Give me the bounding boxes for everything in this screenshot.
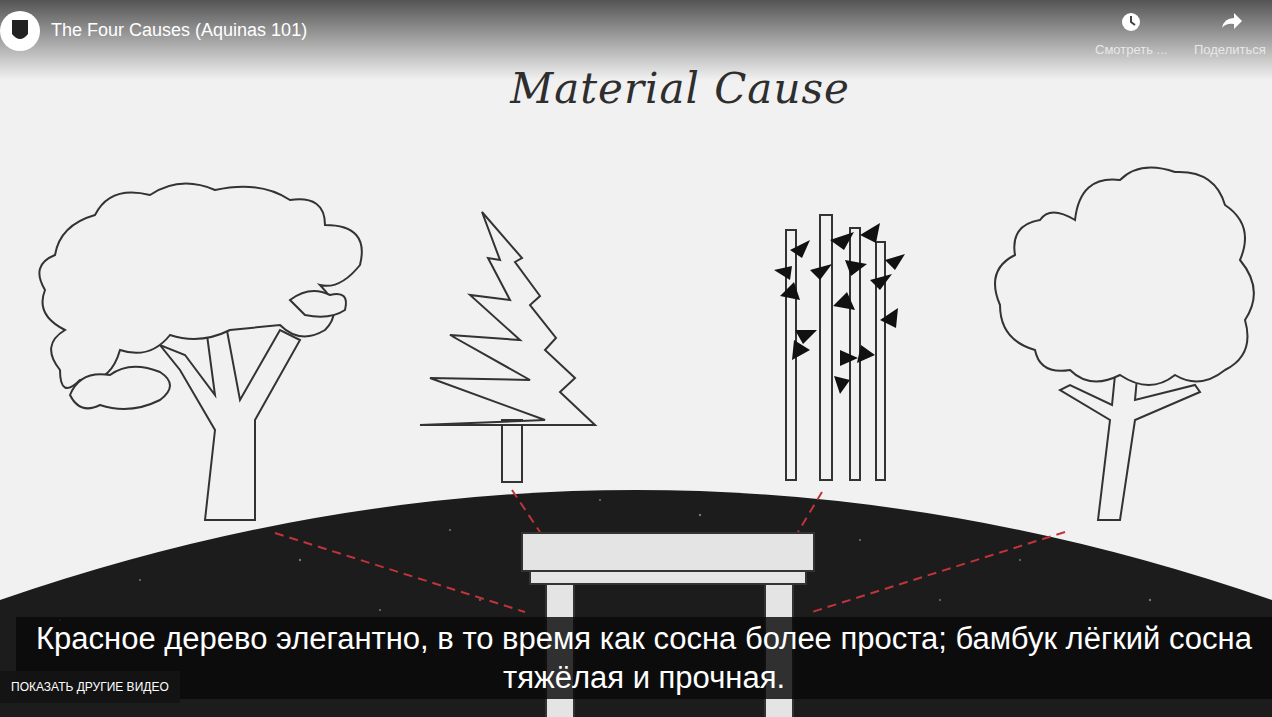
- heading: Material Cause: [0, 64, 1272, 113]
- subtitle-text: Красное дерево элегантно, в то время как…: [16, 617, 1272, 699]
- video-title: The Four Causes (Aquinas 101): [51, 20, 307, 41]
- share-label: Поделиться: [1194, 42, 1266, 57]
- watch-later-label: Смотреть ...: [1095, 42, 1167, 57]
- button-label: ПОКАЗАТЬ ДРУГИЕ ВИДЕО: [11, 680, 169, 694]
- subtitle-band: Красное дерево элегантно, в то время как…: [16, 617, 1272, 699]
- button: ПОКАЗАТЬ ДРУГИЕ ВИДЕО: [0, 671, 180, 703]
